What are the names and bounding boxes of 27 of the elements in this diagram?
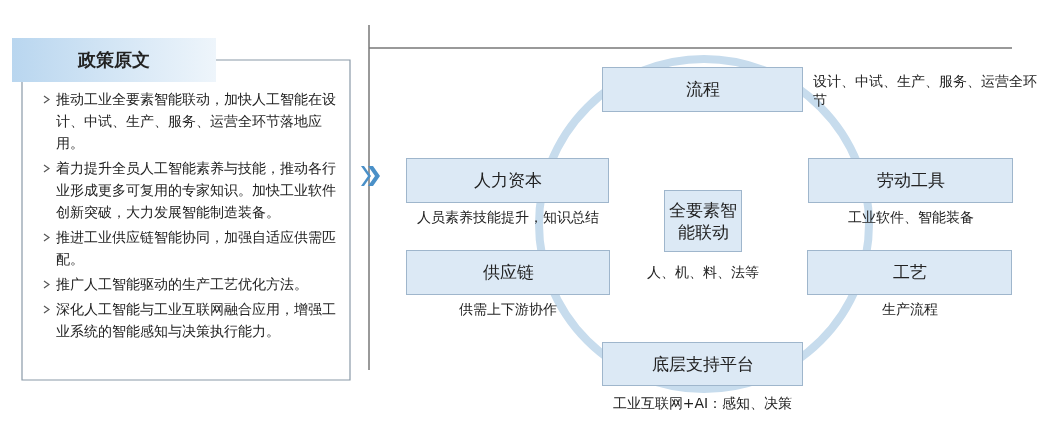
bullet-text: 推进工业供应链智能协同，加强自适应供需匹配。 [56,228,337,269]
bullet-text: 深化人工智能与工业互联网融合应用，增强工业系统的智能感知与决策执行能力。 [56,300,337,341]
bullet-text: 着力提升全员人工智能素养与技能，推动各行业形成更多可复用的专家知识。加快工业软件创新突破，大力发展智能制造装备。 [56,159,337,222]
concept-box [664,190,742,252]
box-label: 人力资本 [473,169,542,192]
description-text: 设计、中试、生产、服务、运营全环节 [813,72,1038,110]
box-label: 劳动工具 [876,169,945,192]
concept-box [602,342,803,386]
concept-box [406,250,610,295]
concept-box [602,67,803,112]
box-label: 流程 [685,78,720,101]
bullet-text: 推动工业全要素智能联动，加快人工智能在设计、中试、生产、服务、运营全环节落地应用。 [56,90,337,153]
description-text: 生产流程 [880,300,939,319]
bullet-text: 推广人工智能驱动的生产工艺优化方法。 [56,275,309,294]
description-text: 工业软件、智能装备 [846,208,975,227]
box-label: 全要素智能联动 [668,198,738,244]
box-label: 工艺 [892,261,927,284]
description-text: 人、机、料、法等 [646,263,760,282]
box-label: 底层支持平台 [651,352,754,376]
description-text: 人员素养技能提升，知识总结 [415,208,600,227]
description-text: 供需上下游协作 [458,300,558,319]
concept-box [406,158,609,203]
panel-title: 政策原文 [78,48,150,72]
concept-box [808,158,1013,203]
box-label: 供应链 [482,261,534,284]
concept-box [807,250,1012,295]
description-text: 工业互联网+AI：感知、决策 [611,394,794,413]
